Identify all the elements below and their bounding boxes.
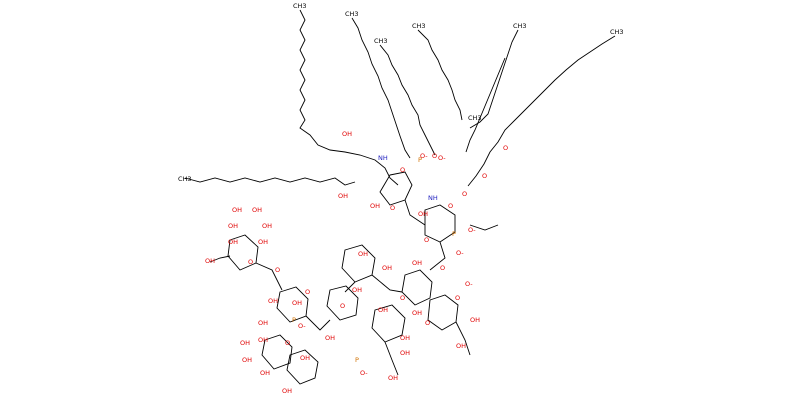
label-oh: OH	[258, 336, 268, 344]
label-o-minus: O-	[420, 152, 428, 160]
label-oh: OH	[205, 257, 215, 265]
label-o: O	[305, 288, 310, 296]
label-ch3: CH3	[610, 28, 624, 36]
label-ch3: CH3	[412, 22, 426, 30]
label-ch3: CH3	[293, 2, 307, 10]
label-o: O	[400, 166, 405, 174]
label-oh: OH	[370, 202, 380, 210]
label-o: O	[455, 294, 460, 302]
label-oh: OH	[262, 222, 272, 230]
label-o: O	[285, 339, 290, 347]
label-o-minus: O-	[298, 322, 306, 330]
label-oh: OH	[258, 238, 268, 246]
label-oh: OH	[292, 299, 302, 307]
label-o-minus: O-	[360, 369, 368, 377]
label-oh: OH	[242, 356, 252, 364]
label-p: P	[452, 230, 456, 238]
label-oh: OH	[228, 222, 238, 230]
label-oh: OH	[388, 374, 398, 382]
label-p: P	[355, 356, 359, 364]
label-oh: OH	[342, 130, 352, 138]
label-oh: OH	[400, 349, 410, 357]
label-ch3: CH3	[345, 10, 359, 18]
label-oh: OH	[456, 342, 466, 350]
label-ch3: CH3	[178, 175, 192, 183]
label-oh: OH	[412, 259, 422, 267]
label-o: O	[432, 152, 437, 160]
label-oh: OH	[260, 369, 270, 377]
label-oh: OH	[338, 192, 348, 200]
label-nh: NH	[428, 194, 438, 202]
label-oh: OH	[240, 339, 250, 347]
label-o-minus: O-	[468, 226, 476, 234]
label-ch3: CH3	[513, 22, 527, 30]
label-oh: OH	[268, 297, 278, 305]
label-oh: OH	[232, 206, 242, 214]
label-ch3: CH3	[374, 37, 388, 45]
label-oh: OH	[378, 306, 388, 314]
label-o: O	[482, 172, 487, 180]
label-oh: OH	[352, 286, 362, 294]
atom-label-layer: CH3 CH3 CH3 CH3 CH3 CH3 CH3 CH3 NH NH OH…	[178, 2, 624, 395]
label-o: O	[424, 236, 429, 244]
label-p: P	[292, 316, 296, 324]
label-o: O	[390, 204, 395, 212]
label-oh: OH	[258, 319, 268, 327]
label-ch3: CH3	[468, 114, 482, 122]
label-nh: NH	[378, 154, 388, 162]
label-oh: OH	[252, 206, 262, 214]
label-o: O	[503, 144, 508, 152]
label-oh: OH	[282, 387, 292, 395]
label-o: O	[400, 294, 405, 302]
label-o: O	[425, 319, 430, 327]
label-o-minus: O-	[438, 154, 446, 162]
label-o-minus: O-	[456, 249, 464, 257]
label-oh: OH	[228, 238, 238, 246]
label-o-minus: O-	[465, 280, 473, 288]
label-o: O	[340, 302, 345, 310]
label-oh: OH	[358, 250, 368, 258]
label-o: O	[248, 258, 253, 266]
label-oh: OH	[412, 309, 422, 317]
label-o: O	[275, 266, 280, 274]
label-oh: OH	[400, 334, 410, 342]
bond-layer	[184, 9, 616, 385]
label-oh: OH	[382, 264, 392, 272]
label-oh: OH	[325, 334, 335, 342]
label-oh: OH	[418, 210, 428, 218]
label-o: O	[462, 190, 467, 198]
label-oh: OH	[300, 354, 310, 362]
label-o: O	[440, 264, 445, 272]
label-oh: OH	[470, 316, 480, 324]
label-o: O	[448, 202, 453, 210]
label-p: P	[418, 156, 422, 164]
